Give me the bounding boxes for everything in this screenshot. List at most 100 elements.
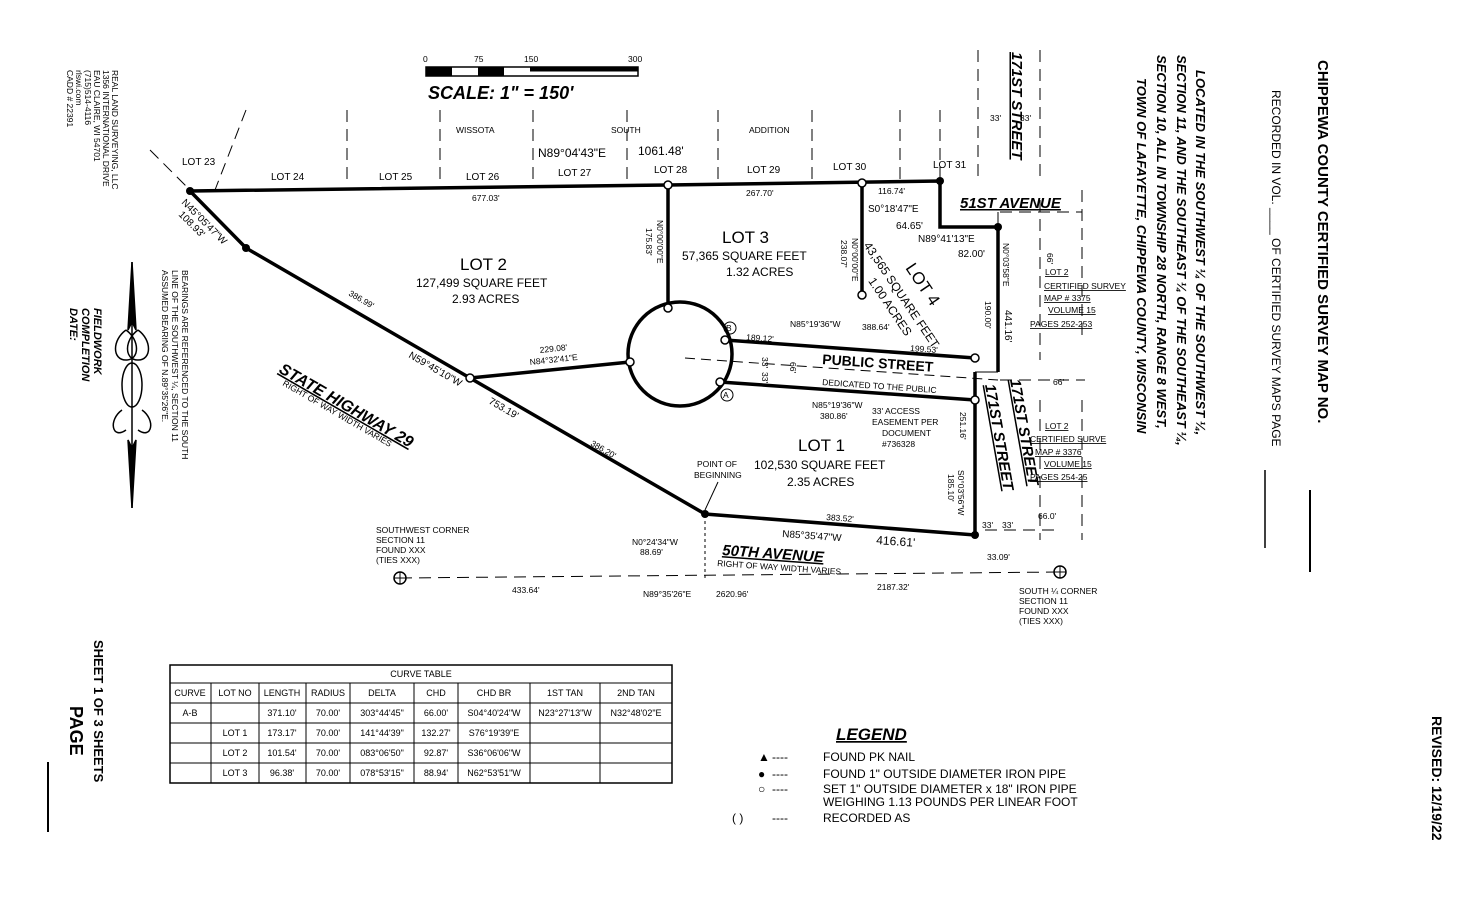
dim-88: 88.69' [640, 547, 663, 557]
svg-text:CURVE: CURVE [174, 688, 205, 698]
dim-189: 189.12' [746, 332, 775, 344]
subdivision-wissota: WISSOTA [456, 125, 495, 135]
public-street-label: PUBLIC STREET [822, 351, 935, 375]
lot-2-block: LOT 2 127,499 SQUARE FEET 2.93 ACRES [416, 255, 548, 306]
lot-2-acres: 2.93 ACRES [452, 292, 519, 306]
scale-tick-75: 75 [474, 54, 484, 64]
curve-table: CURVE TABLE CURVE LOT NO LENGTH RADIUS D… [169, 664, 673, 784]
revised-date: REVISED: 12/19/22 [1429, 716, 1445, 841]
pob-line-1: POINT OF [697, 459, 737, 469]
lot-24-label: LOT 24 [271, 172, 305, 183]
subdivision-addition: ADDITION [749, 125, 790, 135]
lot-3-area: 57,365 SQUARE FEET [682, 249, 807, 263]
svg-text:RADIUS: RADIUS [311, 688, 345, 698]
svg-text:COMPLETION: COMPLETION [79, 308, 91, 382]
dim-n0024: N0°24'34"W [632, 537, 678, 547]
dim-251: 251.16' [958, 412, 968, 440]
dim-33-top-b: 33' [1020, 113, 1031, 123]
curve-table-cell: 70.00' [316, 708, 341, 718]
lot-1-area: 102,530 SQUARE FEET [754, 458, 886, 472]
svg-text:FOUND XXX: FOUND XXX [1019, 606, 1069, 616]
legend: LEGEND ▲----FOUND PK NAIL●----FOUND 1" O… [732, 725, 1078, 825]
lot-1-block: LOT 1 102,530 SQUARE FEET 2.35 ACRES [754, 436, 886, 489]
svg-text:LINE OF THE SOUTHWEST ¼, SECTI: LINE OF THE SOUTHWEST ¼, SECTION 11 [170, 270, 180, 442]
dim-n0000b: N0°00'00"E [850, 238, 860, 282]
svg-text:SOUTH ¼ CORNER: SOUTH ¼ CORNER [1019, 586, 1097, 596]
dim-33-left: 33' [760, 357, 770, 368]
dim-n8935: N89°35'26"E [643, 589, 692, 599]
svg-text:SECTION 11, AND THE SOUTHEAST: SECTION 11, AND THE SOUTHEAST ¼ OF THE S… [1174, 55, 1189, 446]
svg-text:(TIES XXX): (TIES XXX) [376, 555, 420, 565]
legend-symbol: ○ [758, 782, 765, 796]
dim-33-left-b: 33' [760, 372, 770, 383]
curve-table-cell: 303°44'45" [360, 708, 404, 718]
dim-199: 199.53' [910, 343, 939, 355]
svg-text:CHD: CHD [426, 688, 446, 698]
dim-66-street: 66' [788, 362, 798, 373]
curve-table-cell: S36°06'06"W [467, 748, 521, 758]
legend-item-text: SET 1" OUTSIDE DIAMETER x 18" IRON PIPE [823, 782, 1077, 796]
svg-text:ASSUMED BEARING OF N.89°35'26": ASSUMED BEARING OF N.89°35'26"E. [160, 270, 170, 422]
curve-table-cell: 141°44'39" [360, 728, 404, 738]
lot-1-name: LOT 1 [798, 436, 845, 455]
access-line-2: EASEMENT PER [872, 417, 938, 427]
lot-25-label: LOT 25 [379, 172, 413, 183]
dim-238: 238.07' [839, 240, 849, 268]
svg-text:LOT 2: LOT 2 [1045, 421, 1069, 431]
svg-text:EAU CLAIRE, WI 54701: EAU CLAIRE, WI 54701 [92, 70, 102, 162]
dim-n0003a: N0°03'58"E [1001, 243, 1011, 287]
curve-table-cell: 173.17' [267, 728, 297, 738]
surveyor-info: REAL LAND SURVEYING, LLC 1356 INTERNATIO… [65, 70, 120, 190]
legend-dashes: ---- [772, 782, 788, 796]
dim-383: 383.52' [826, 512, 855, 524]
curve-table-cell: 70.00' [316, 748, 341, 758]
svg-text:MAP # 3376: MAP # 3376 [1035, 447, 1082, 457]
legend-item-text: RECORDED AS [823, 811, 910, 825]
fieldwork-date: FIELDWORK COMPLETION DATE: [67, 308, 103, 382]
svg-text:SECTION 11: SECTION 11 [376, 535, 425, 545]
lot-3-block: LOT 3 57,365 SQUARE FEET 1.32 ACRES [682, 228, 807, 279]
dim-n8432: N84°32'41"E [529, 352, 578, 367]
curve-table-cell: N62°53'51"W [467, 768, 521, 778]
scale-tick-150: 150 [524, 54, 538, 64]
curve-table-cell: S76°19'39"E [469, 728, 520, 738]
curve-table-cell: 101.54' [267, 748, 297, 758]
access-line-1: 33' ACCESS [872, 406, 920, 416]
lot-2-name: LOT 2 [460, 255, 507, 274]
scale-tick-300: 300 [628, 54, 642, 64]
dim-2187: 2187.32' [877, 582, 910, 592]
dim-116: 116.74' [878, 186, 905, 196]
dim-66-lower: 66.0' [1038, 511, 1057, 521]
scale-tick-0: 0 [423, 54, 428, 64]
legend-items: ▲----FOUND PK NAIL●----FOUND 1" OUTSIDE … [732, 750, 1078, 825]
legend-dashes: ---- [772, 767, 788, 781]
curve-table-header: CURVE LOT NO LENGTH RADIUS DELTA CHD CHD… [174, 688, 655, 698]
svg-text:VOLUME 15: VOLUME 15 [1044, 459, 1092, 469]
svg-text:CERTIFIED SURVEY: CERTIFIED SURVEY [1044, 281, 1126, 291]
svg-text:LOT NO: LOT NO [218, 688, 251, 698]
svg-text:FOUND XXX: FOUND XXX [376, 545, 426, 555]
dim-33-lower-a: 33' [982, 520, 993, 530]
dim-185: 185.10' [946, 474, 956, 502]
monuments [186, 177, 1067, 585]
curve-table-cell: S04°40'24"W [467, 708, 521, 718]
north-arrow-icon [112, 261, 152, 509]
dim-66-upper: 66' [1045, 253, 1055, 264]
location-description: LOCATED IN THE SOUTHWEST ¼ OF THE SOUTHW… [1134, 55, 1208, 446]
dim-64: 64.65' [896, 221, 923, 232]
legend-symbol: ● [758, 767, 765, 781]
lot-3-name: LOT 3 [722, 228, 769, 247]
dim-3309: 33.09' [987, 552, 1010, 562]
curve-table-cell: 70.00' [316, 768, 341, 778]
access-line-4: #736328 [882, 439, 915, 449]
svg-text:SECTION 11: SECTION 11 [1019, 596, 1068, 606]
dim-33-lower-b: 33' [1002, 520, 1013, 530]
dim-267: 267.70' [746, 188, 774, 198]
map-title: CHIPPEWA COUNTY CERTIFIED SURVEY MAP NO. [1314, 60, 1331, 423]
southwest-corner-note: SOUTHWEST CORNER SECTION 11 FOUND XXX (T… [376, 525, 469, 565]
legend-dashes: ---- [772, 750, 788, 764]
svg-text:SECTION 10, ALL IN TOWNSHIP 28: SECTION 10, ALL IN TOWNSHIP 28 NORTH, RA… [1154, 55, 1169, 429]
dim-top-distance: 1061.48' [638, 144, 684, 158]
